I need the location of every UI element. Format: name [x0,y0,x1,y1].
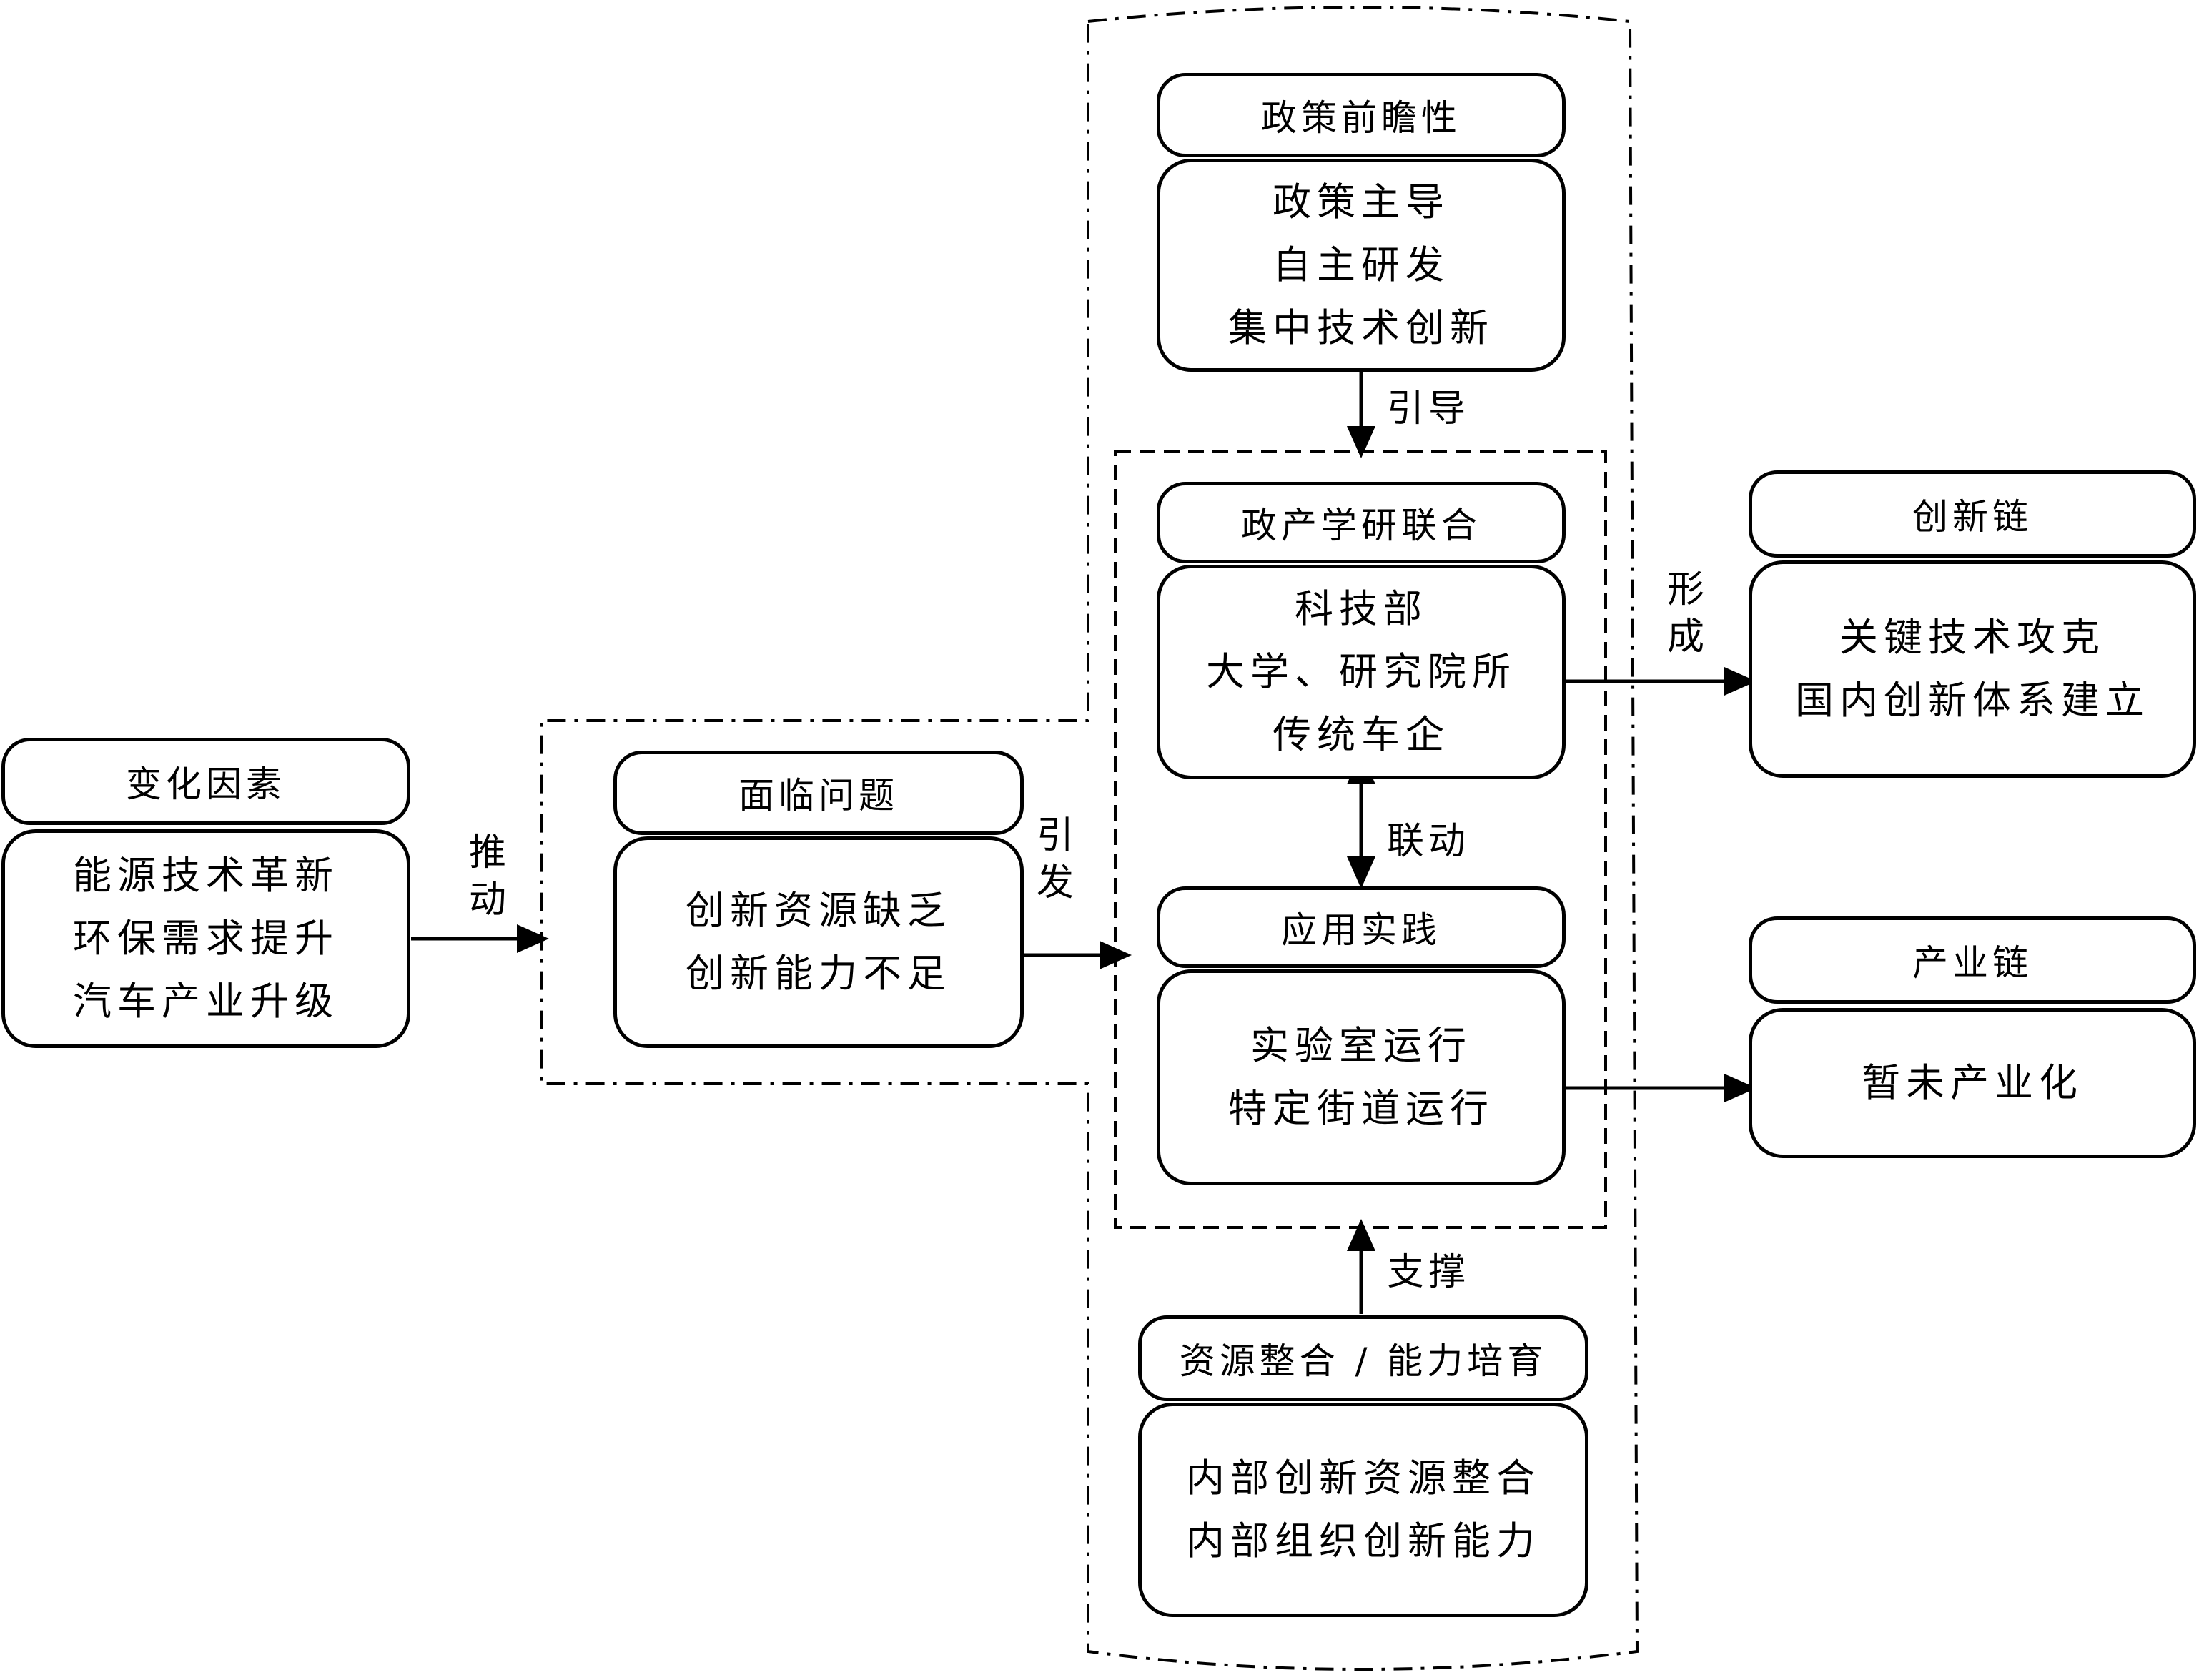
practice-line: 实验室运行 [1250,1023,1472,1068]
problems-body: 创新资源缺乏 创新能力不足 [613,836,1024,1048]
resources-body: 内部创新资源整合 内部组织创新能力 [1138,1403,1588,1617]
industry-chain-header: 产业链 [1749,916,2196,1004]
innovation-chain-header: 创新链 [1749,470,2196,558]
support-label: 支撑 [1387,1251,1471,1294]
policy-header: 政策前瞻性 [1157,73,1566,157]
resources-line: 内部创新资源整合 [1186,1456,1541,1501]
innovation-chain-line: 国内创新体系建立 [1795,678,2150,723]
problems-header: 面临问题 [613,751,1024,835]
resources-header: 资源整合 / 能力培育 [1138,1315,1588,1401]
change-factors-header: 变化因素 [1,738,410,825]
change-factors-line: 能源技术革新 [73,853,339,898]
policy-body: 政策主导 自主研发 集中技术创新 [1157,159,1566,372]
trigger-label: 引发 [1036,814,1074,904]
innovation-chain-body: 关键技术攻克 国内创新体系建立 [1749,560,2196,778]
change-factors-body: 能源技术革新 环保需求提升 汽车产业升级 [1,829,410,1048]
policy-line: 集中技术创新 [1228,305,1494,350]
collaboration-header: 政产学研联合 [1157,482,1566,563]
form-label: 形成 [1666,568,1704,658]
problems-line: 创新能力不足 [686,951,952,996]
industry-chain-body: 暂未产业化 [1749,1008,2196,1158]
policy-line: 政策主导 [1273,179,1450,224]
collaboration-line: 传统车企 [1273,712,1450,757]
practice-line: 特定街道运行 [1228,1086,1494,1131]
resources-line: 内部组织创新能力 [1186,1518,1541,1563]
drive-label: 推动 [468,831,506,921]
practice-header: 应用实践 [1157,886,1566,968]
change-factors-line: 汽车产业升级 [73,979,339,1024]
collaboration-line: 科技部 [1295,586,1428,631]
problems-line: 创新资源缺乏 [686,888,952,933]
practice-body: 实验室运行 特定街道运行 [1157,969,1566,1185]
guide-label: 引导 [1387,387,1471,430]
change-factors-line: 环保需求提升 [73,916,339,961]
innovation-chain-line: 关键技术攻克 [1839,615,2105,660]
collaboration-body: 科技部 大学、研究院所 传统车企 [1157,565,1566,779]
collaboration-line: 大学、研究院所 [1206,649,1516,694]
policy-line: 自主研发 [1273,242,1450,287]
system-boundary-outline [540,6,1639,1671]
link-label: 联动 [1387,820,1471,863]
industry-chain-line: 暂未产业化 [1862,1060,2083,1105]
